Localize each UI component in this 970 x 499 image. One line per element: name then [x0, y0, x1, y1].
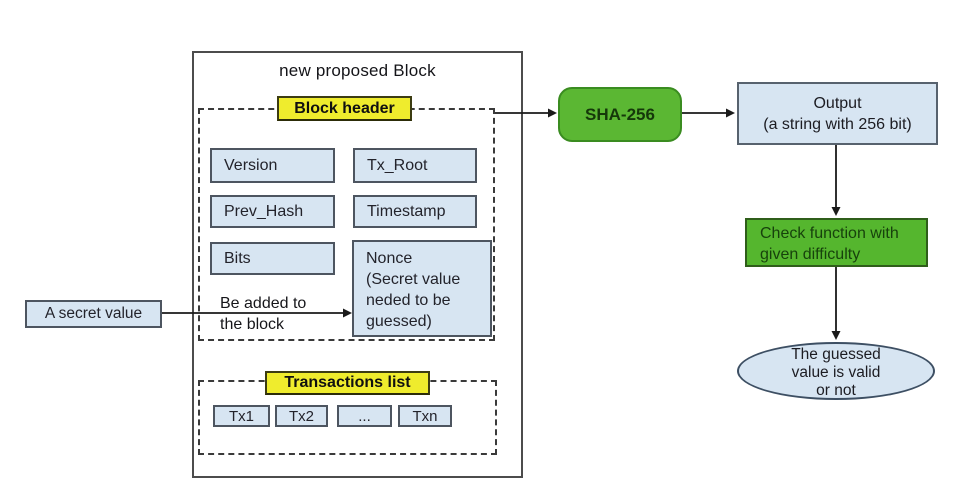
added-note-line-1: Be added to: [220, 295, 307, 312]
field-tx-root: Tx_Root: [353, 148, 477, 183]
tx-item-2: Tx2: [275, 405, 328, 427]
output-line-1: Output: [813, 95, 862, 112]
secret-value-box: A secret value: [25, 300, 162, 328]
added-note-line-2: the block: [220, 316, 285, 333]
check-line-2: given difficulty: [760, 246, 861, 263]
arrow-check-to-result: [831, 267, 841, 340]
arrow-sha-to-output: [682, 108, 735, 118]
nonce-line-2: (Secret value: [366, 271, 461, 288]
nonce-line-1: Nonce: [366, 250, 413, 267]
result-ellipse: The guessed value is valid or not: [737, 342, 935, 400]
field-nonce: Nonce (Secret value neded to be guessed): [352, 240, 492, 337]
result-line-2: value is valid: [791, 364, 881, 381]
result-line-1: The guessed: [791, 346, 881, 363]
tx-item-1: Tx1: [213, 405, 270, 427]
field-prev-hash: Prev_Hash: [210, 195, 335, 228]
nonce-line-4: guessed): [366, 313, 432, 330]
field-timestamp: Timestamp: [353, 195, 477, 228]
output-node: Output (a string with 256 bit): [737, 82, 938, 145]
nonce-line-3: neded to be: [366, 292, 451, 309]
transactions-label: Transactions list: [265, 371, 430, 395]
output-line-2: (a string with 256 bit): [763, 116, 912, 133]
field-version: Version: [210, 148, 335, 183]
tx-item-ellipsis: ...: [337, 405, 392, 427]
tx-item-n: Txn: [398, 405, 452, 427]
proposed-block-title: new proposed Block: [279, 61, 436, 80]
check-function-node: Check function with given difficulty: [745, 218, 928, 267]
check-line-1: Check function with: [760, 225, 899, 242]
block-header-label: Block header: [277, 96, 412, 121]
field-bits: Bits: [210, 242, 335, 275]
sha256-node: SHA-256: [558, 87, 682, 142]
result-line-3: or not: [816, 382, 856, 399]
added-note: Be added to the block: [220, 293, 352, 335]
arrow-output-to-check: [831, 145, 841, 216]
